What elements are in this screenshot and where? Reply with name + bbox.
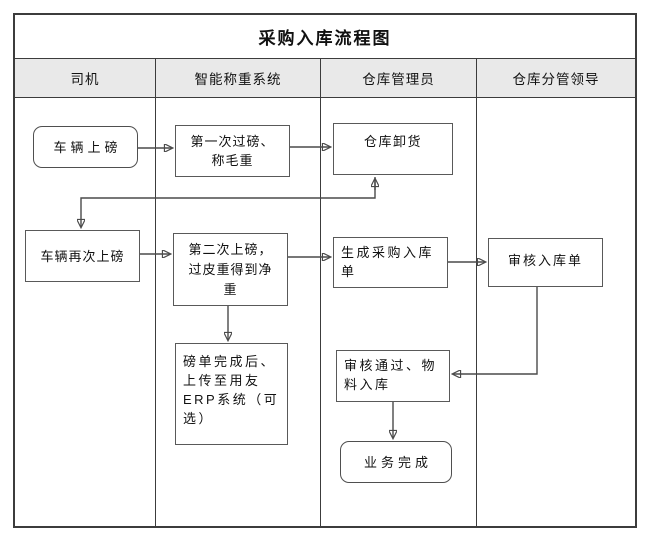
flow-node-review-inbound-order: 审核入库单 xyxy=(488,238,603,287)
lane-header-row: 司机 智能称重系统 仓库管理员 仓库分管领导 xyxy=(15,59,635,98)
title-row: 采购入库流程图 xyxy=(15,15,635,59)
flow-node-second-weighing-net: 第二次上磅， 过皮重得到净 重 xyxy=(173,233,288,306)
lane-header-driver: 司机 xyxy=(15,59,156,97)
page-title: 采购入库流程图 xyxy=(258,29,392,48)
lane-column-warehouse-leader xyxy=(477,98,635,526)
flow-node-first-weighing-gross: 第一次过磅、 称毛重 xyxy=(175,125,290,177)
flow-node-approved-material-in: 审核通过、物 料入库 xyxy=(336,350,450,402)
lane-header-warehouse-manager: 仓库管理员 xyxy=(321,59,477,97)
flow-node-vehicle-on-scale: 车辆上磅 xyxy=(33,126,138,168)
lane-header-weighing-system: 智能称重系统 xyxy=(156,59,321,97)
lane-column-weighing-system xyxy=(156,98,321,526)
flow-node-generate-inbound-order: 生成采购入库 单 xyxy=(333,237,448,288)
flow-node-upload-to-erp: 磅单完成后、 上传至用友 ERP系统（可 选） xyxy=(175,343,288,445)
flow-node-vehicle-reweigh: 车辆再次上磅 xyxy=(25,230,140,282)
flow-node-warehouse-unloading: 仓库卸货 xyxy=(333,123,453,175)
lane-column-driver xyxy=(15,98,156,526)
lane-header-warehouse-leader: 仓库分管领导 xyxy=(512,72,600,87)
flow-node-business-complete: 业务完成 xyxy=(340,441,452,483)
